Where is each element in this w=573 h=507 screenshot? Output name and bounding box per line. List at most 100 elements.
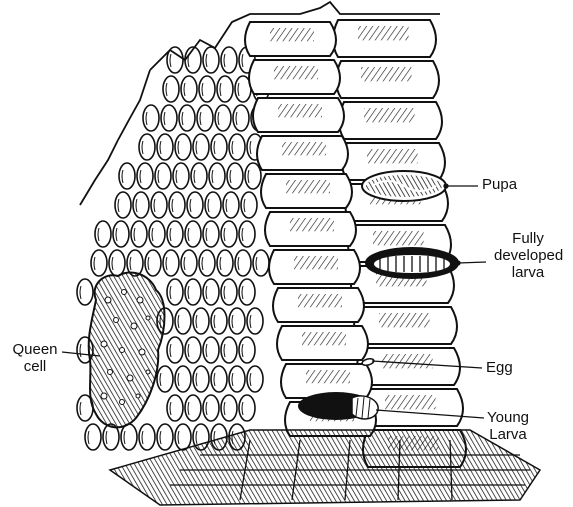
comb-cell xyxy=(163,250,179,276)
section-cell xyxy=(249,60,340,94)
section-cell xyxy=(257,136,348,170)
section-cell xyxy=(269,250,360,284)
section-cell xyxy=(339,102,442,139)
comb-cell xyxy=(221,221,237,247)
comb-cell xyxy=(145,250,161,276)
label-queen-cell: Queen cell xyxy=(10,341,60,375)
comb-cell xyxy=(77,279,93,305)
comb-cell xyxy=(175,134,191,160)
comb-cell xyxy=(227,163,243,189)
comb-cell xyxy=(221,395,237,421)
comb-cell xyxy=(167,395,183,421)
label-queen-line1: Queen xyxy=(10,341,60,358)
comb-cell xyxy=(169,192,185,218)
comb-cell xyxy=(247,308,263,334)
comb-cell xyxy=(185,337,201,363)
comb-cell xyxy=(167,279,183,305)
comb-cell xyxy=(217,250,233,276)
section-cell xyxy=(333,20,436,57)
label-young-line2: Larva xyxy=(484,426,532,443)
comb-cell xyxy=(197,105,213,131)
comb-cell xyxy=(199,250,215,276)
pupa-shape xyxy=(362,171,446,201)
comb-cell xyxy=(221,47,237,73)
comb-base xyxy=(110,430,540,505)
section-cell xyxy=(265,212,356,246)
comb-cell xyxy=(203,395,219,421)
comb-cell xyxy=(185,221,201,247)
developed-larva-shape xyxy=(366,248,458,278)
label-egg: Egg xyxy=(486,359,513,376)
comb-cell xyxy=(157,424,173,450)
comb-cell xyxy=(181,76,197,102)
comb-cell xyxy=(203,279,219,305)
comb-cell xyxy=(229,366,245,392)
comb-cell xyxy=(205,192,221,218)
comb-cell xyxy=(241,192,257,218)
section-cell xyxy=(245,22,336,56)
comb-cell xyxy=(211,366,227,392)
label-larva-line1: Fully xyxy=(494,230,562,247)
comb-cell xyxy=(179,105,195,131)
comb-cell xyxy=(199,76,215,102)
comb-cell xyxy=(139,424,155,450)
comb-cell xyxy=(203,337,219,363)
label-young-larva: Young Larva xyxy=(484,409,532,443)
comb-cell xyxy=(157,366,173,392)
comb-cell xyxy=(229,134,245,160)
comb-cell xyxy=(167,221,183,247)
comb-cell xyxy=(223,192,239,218)
comb-cell xyxy=(203,47,219,73)
comb-cell xyxy=(157,134,173,160)
comb-cell xyxy=(161,105,177,131)
comb-cell xyxy=(109,250,125,276)
comb-cell xyxy=(211,134,227,160)
comb-cell xyxy=(85,424,101,450)
comb-cell xyxy=(221,337,237,363)
comb-cell xyxy=(211,308,227,334)
section-cell xyxy=(354,307,457,344)
comb-cell xyxy=(239,395,255,421)
comb-cell xyxy=(173,163,189,189)
label-larva-line3: larva xyxy=(494,264,562,281)
label-pupa: Pupa xyxy=(482,176,517,193)
comb-cell xyxy=(121,424,137,450)
comb-cell xyxy=(191,163,207,189)
comb-cell xyxy=(185,47,201,73)
comb-cell xyxy=(193,308,209,334)
comb-cell xyxy=(167,337,183,363)
queen-cell-shape xyxy=(89,272,165,427)
comb-cell xyxy=(203,221,219,247)
comb-cell xyxy=(253,250,269,276)
comb-cell xyxy=(151,192,167,218)
comb-cell xyxy=(113,221,129,247)
comb-cell xyxy=(233,105,249,131)
comb-cell xyxy=(139,134,155,160)
comb-cell xyxy=(175,366,191,392)
comb-cell xyxy=(175,424,191,450)
label-fully-developed-larva: Fully developed larva xyxy=(494,230,562,281)
comb-cell xyxy=(119,163,135,189)
comb-cell xyxy=(175,308,191,334)
label-larva-line2: developed xyxy=(494,247,562,264)
comb-cell xyxy=(185,395,201,421)
comb-cell xyxy=(95,221,111,247)
comb-cell xyxy=(181,250,197,276)
label-young-line1: Young xyxy=(484,409,532,426)
section-cell xyxy=(253,98,344,132)
comb-cell xyxy=(155,163,171,189)
comb-cell xyxy=(215,105,231,131)
comb-cell xyxy=(245,163,261,189)
comb-cell xyxy=(239,337,255,363)
section-cell xyxy=(277,326,368,360)
section-cell xyxy=(273,288,364,322)
section-cell xyxy=(336,61,439,98)
comb-cell xyxy=(193,134,209,160)
young-larva-shape xyxy=(298,392,378,420)
comb-cell xyxy=(187,192,203,218)
comb-cell xyxy=(217,76,233,102)
comb-cell xyxy=(137,163,153,189)
label-queen-line2: cell xyxy=(10,358,60,375)
comb-cell xyxy=(239,279,255,305)
comb-cell xyxy=(131,221,147,247)
